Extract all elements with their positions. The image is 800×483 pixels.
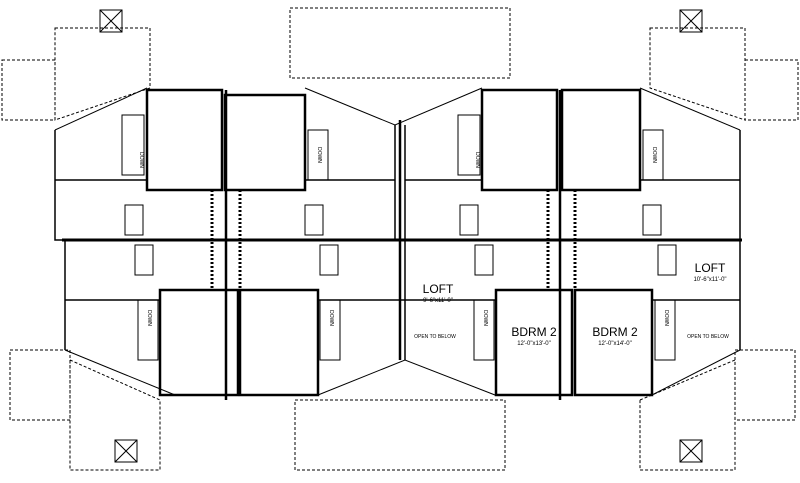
bdrm2-size-1: 12'-0"x13'-0"	[517, 341, 551, 347]
loft-label-1: LOFT	[423, 282, 454, 296]
bdrm2-size-2: 12'-0"x14'-0"	[598, 341, 632, 347]
stair-label-8: DOWN	[663, 310, 669, 326]
stair-label-7: DOWN	[482, 310, 488, 326]
bdrm2-label-2: BDRM 2	[592, 325, 638, 339]
dashed-decks	[1, 7, 799, 471]
stair-label-6: DOWN	[328, 310, 334, 326]
stair-label-3: DOWN	[474, 152, 480, 168]
stair-label-1: DOWN	[138, 152, 144, 168]
closets	[210, 190, 577, 290]
room-labels: LOFT 9'-6"x11'-0" LOFT 10'-6"x11'-0" BDR…	[138, 147, 729, 347]
stair-label-4: DOWN	[651, 147, 657, 163]
loft-label-2: LOFT	[695, 261, 726, 275]
loft-size-2: 10'-6"x11'-0"	[693, 277, 726, 283]
stair-label-2: DOWN	[316, 147, 322, 163]
open-to-below-1: OPEN TO BELOW	[414, 334, 456, 340]
bedroom-walls	[145, 88, 654, 400]
bath-fixtures	[121, 114, 677, 361]
stair-label-5: DOWN	[146, 310, 152, 326]
bdrm2-label-1: BDRM 2	[511, 325, 557, 339]
loft-size-1: 9'-6"x11'-0"	[423, 298, 453, 304]
open-to-below-2: OPEN TO BELOW	[687, 334, 729, 340]
